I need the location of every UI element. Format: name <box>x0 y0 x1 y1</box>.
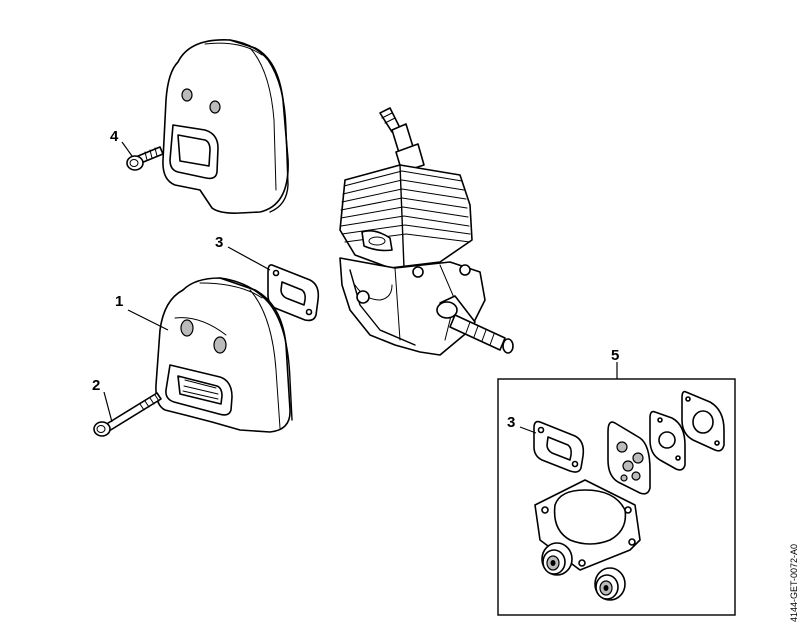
engine-cylinder <box>339 107 514 356</box>
kit-shaft-seal-right <box>594 567 626 601</box>
callout-2: 2 <box>92 377 100 394</box>
gasket-exhaust <box>267 264 320 322</box>
callout-1: 1 <box>115 293 123 310</box>
muffler-cover-top <box>162 39 289 214</box>
callout-5: 5 <box>611 347 619 364</box>
callout-3-kit: 3 <box>507 414 515 431</box>
kit-shaft-seal-left <box>541 542 573 576</box>
muffler <box>155 277 293 433</box>
screw-short <box>126 146 164 171</box>
kit-gasket-exhaust <box>533 420 585 473</box>
kit-gasket-intake <box>649 410 686 471</box>
kit-gasket-carburetor <box>607 421 651 495</box>
document-number: 4144-GET-0072-A0 <box>789 544 799 622</box>
screw-long <box>93 392 162 437</box>
leader-lines <box>103 141 618 434</box>
callout-3-upper: 3 <box>215 234 223 251</box>
callout-4: 4 <box>110 128 119 145</box>
kit-gasket-flange <box>681 390 725 452</box>
